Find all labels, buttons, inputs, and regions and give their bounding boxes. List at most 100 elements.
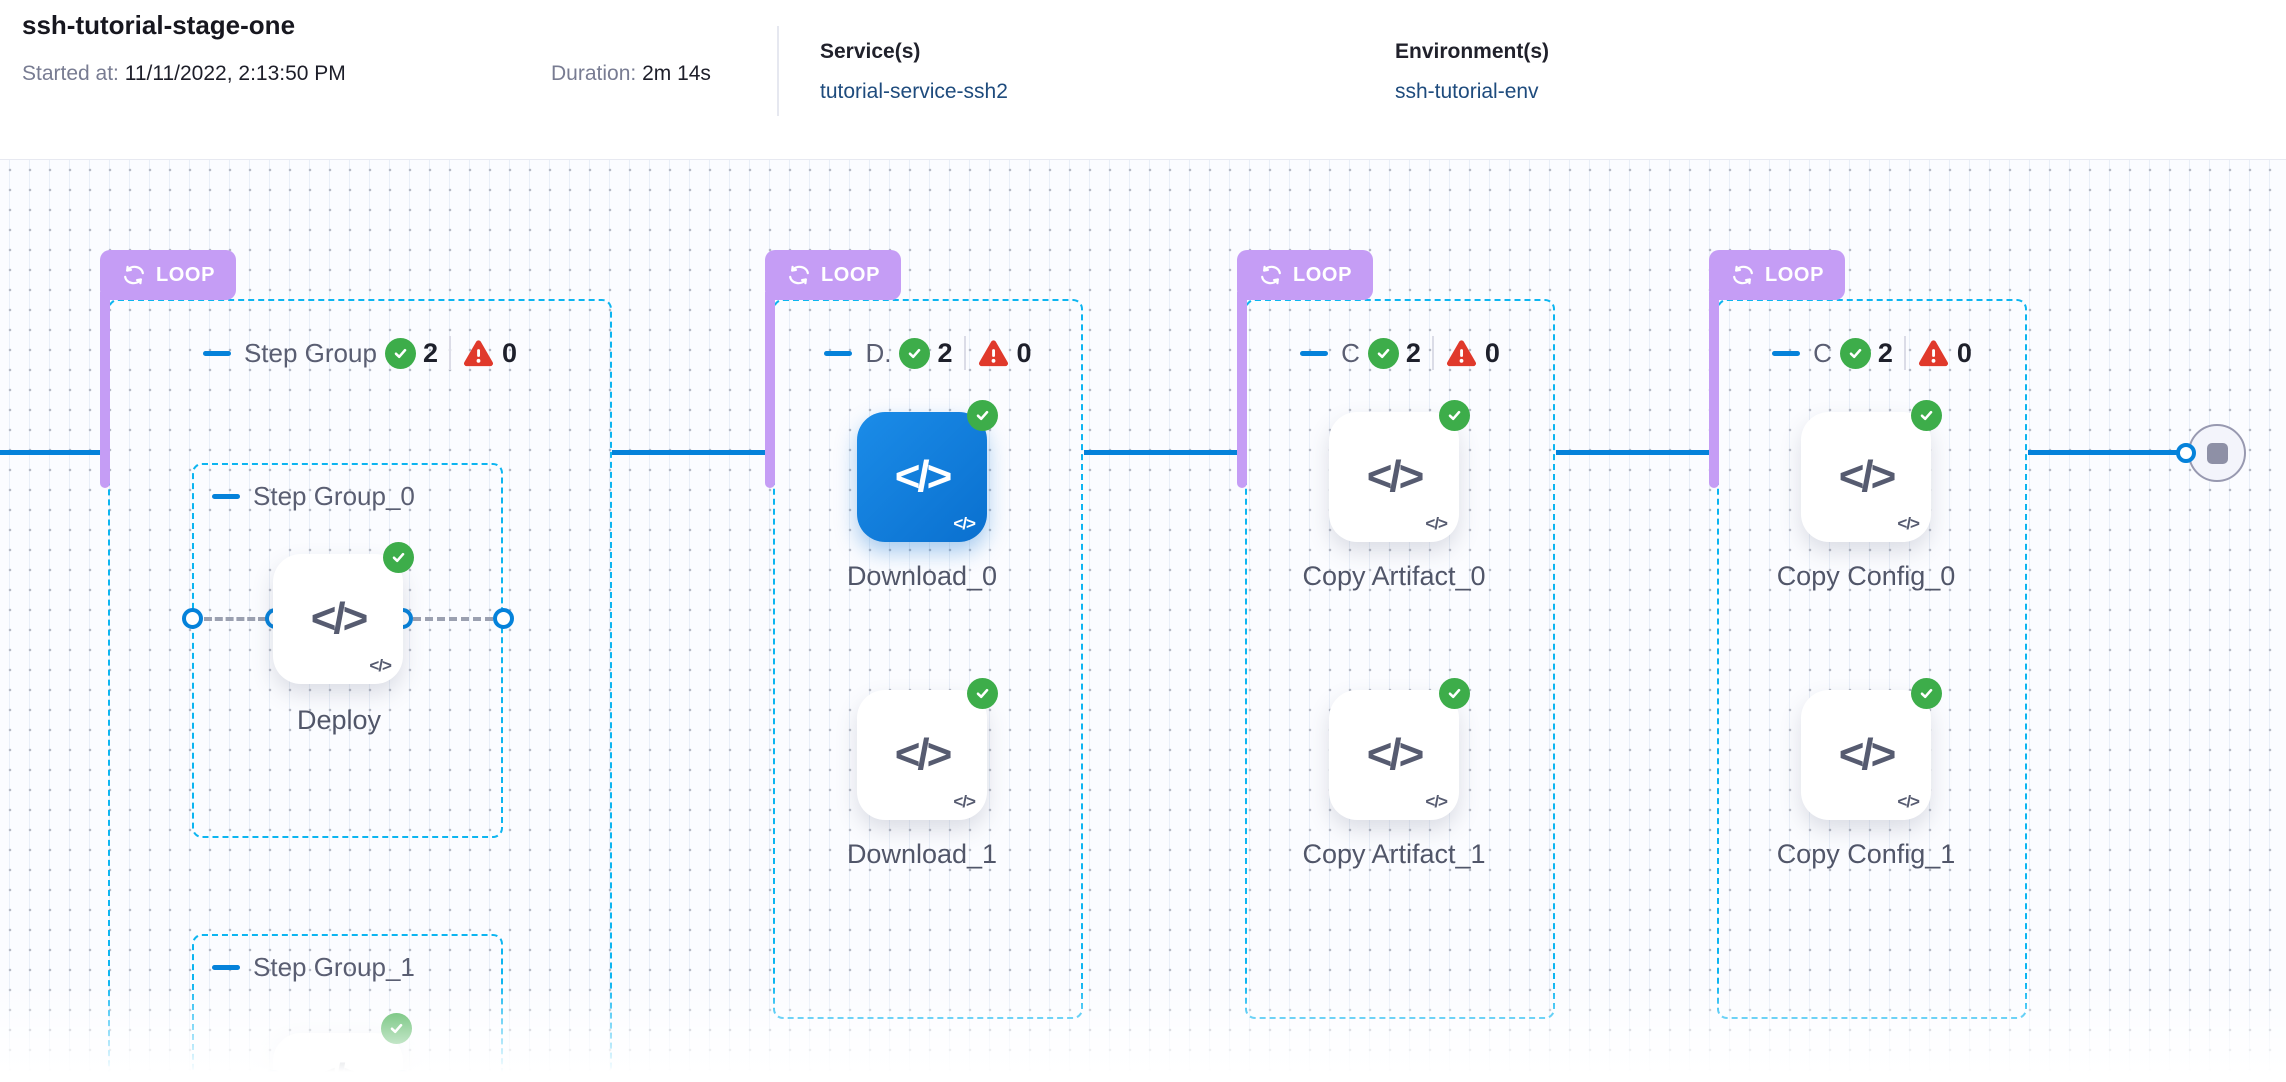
step-card-partial[interactable]: </>	[273, 1013, 412, 1082]
check-icon	[1920, 688, 1933, 699]
step-connector-dashed	[413, 617, 493, 621]
failed-count: 0	[1956, 337, 1972, 368]
connector-port	[182, 608, 203, 629]
group-label: Step Group_0	[253, 480, 415, 511]
pipeline-canvas[interactable]: LOOP Step Group 2 0 Step Group_0 </> </>…	[0, 160, 2286, 1082]
step-label: Deploy	[296, 705, 382, 735]
check-icon	[976, 410, 989, 421]
connector-line	[0, 450, 101, 455]
loop-icon	[1733, 265, 1753, 285]
step-group-box	[108, 299, 612, 1082]
step-card-deploy[interactable]: </> </>	[273, 542, 414, 684]
loop-badge-label: LOOP	[1764, 263, 1825, 286]
loop-badge-label: LOOP	[155, 263, 216, 286]
collapse-icon[interactable]	[824, 350, 853, 356]
connector-line	[1084, 450, 1243, 455]
step-card-download-1[interactable]: </> </>	[857, 678, 998, 820]
loop-ribbon	[1709, 292, 1719, 488]
code-icon: </>	[1838, 730, 1897, 779]
copy-config-group-header[interactable]: C 2 0	[1717, 330, 2027, 376]
warning-badge-icon	[463, 339, 493, 366]
warning-badge-icon	[978, 339, 1008, 366]
code-icon-small: </>	[953, 792, 976, 811]
environments-heading: Environment(s)	[1395, 40, 1550, 63]
success-count: 2	[1405, 337, 1421, 368]
service-link[interactable]: tutorial-service-ssh2	[820, 80, 1008, 103]
step-connector-dashed	[204, 617, 266, 621]
collapse-icon[interactable]	[202, 350, 231, 356]
collapse-icon[interactable]	[1772, 350, 1801, 356]
step-group-0-header[interactable]: Step Group_0	[192, 476, 503, 516]
step-success-badge	[1439, 678, 1470, 709]
services-column: Service(s) tutorial-service-ssh2	[820, 40, 1008, 104]
check-icon	[909, 348, 921, 358]
failed-count: 0	[1484, 337, 1500, 368]
step-label: Copy Artifact_1	[1302, 839, 1486, 869]
connector-line	[612, 450, 771, 455]
code-icon: </>	[1366, 730, 1425, 779]
header-divider	[777, 26, 779, 116]
code-icon-small: </>	[1897, 792, 1920, 811]
badge-divider	[1903, 336, 1906, 370]
loop-icon	[1261, 265, 1281, 285]
loop-ribbon	[765, 292, 775, 488]
collapse-icon[interactable]	[212, 493, 240, 499]
step-card-copy-config-0[interactable]: </> </>	[1801, 400, 1942, 542]
code-icon: </>	[894, 730, 953, 779]
download-group-box	[773, 299, 1083, 1019]
step-group-1-header[interactable]: Step Group_1	[192, 947, 503, 987]
code-icon-small: </>	[369, 656, 392, 675]
duration: Duration: 2m 14s	[551, 62, 711, 86]
stage-summary-header: ssh-tutorial-stage-one Started at: 11/11…	[0, 0, 2286, 160]
step-card-download-0[interactable]: </> </>	[857, 400, 998, 542]
check-icon	[976, 688, 989, 699]
check-icon	[1377, 348, 1390, 358]
step-success-badge	[967, 400, 998, 431]
loop-badge-label: LOOP	[1292, 263, 1353, 286]
loop-ribbon	[1237, 292, 1247, 488]
group-label: C	[1341, 337, 1360, 368]
success-badge-icon	[384, 337, 416, 369]
collapse-icon[interactable]	[1300, 350, 1329, 356]
services-heading: Service(s)	[820, 40, 921, 63]
check-icon	[1920, 410, 1933, 421]
connector-line	[2028, 450, 2178, 455]
environments-column: Environment(s) ssh-tutorial-env	[1395, 40, 1549, 104]
success-badge-icon	[1839, 337, 1871, 369]
code-icon: </>	[1838, 452, 1897, 501]
code-icon-small: </>	[953, 514, 976, 533]
step-label: Download_0	[846, 561, 998, 591]
code-icon-small: </>	[1425, 514, 1448, 533]
step-card-copy-artifact-1[interactable]: </> </>	[1329, 678, 1470, 820]
copy-artifact-group-header[interactable]: C 2 0	[1245, 330, 1555, 376]
step-success-badge	[1911, 400, 1942, 431]
copy-config-group-box	[1717, 299, 2027, 1019]
step-card-copy-config-1[interactable]: </> </>	[1801, 678, 1942, 820]
loop-badge-label: LOOP	[820, 263, 881, 286]
check-icon	[1849, 348, 1862, 358]
step-label: Copy Config_0	[1776, 561, 1956, 591]
stage-end-node	[2188, 424, 2246, 482]
success-count: 2	[422, 337, 438, 368]
connector-endpoint	[2176, 443, 2196, 463]
step-group-0-box	[192, 463, 503, 838]
step-label: Copy Config_1	[1776, 839, 1956, 869]
step-success-badge	[383, 542, 414, 573]
duration-value: 2m 14s	[642, 62, 711, 85]
stage-title: ssh-tutorial-stage-one	[22, 10, 296, 40]
step-card-copy-artifact-0[interactable]: </> </>	[1329, 400, 1470, 542]
loop-badge: LOOP	[100, 250, 236, 300]
environment-link[interactable]: ssh-tutorial-env	[1395, 80, 1539, 103]
download-group-header[interactable]: D. 2 0	[773, 330, 1083, 376]
loop-badge: LOOP	[1237, 250, 1373, 300]
code-icon-small: </>	[1425, 792, 1448, 811]
failed-count: 0	[501, 337, 518, 368]
collapse-icon[interactable]	[212, 964, 240, 970]
group-label: D.	[865, 337, 892, 368]
step-success-badge	[1911, 678, 1942, 709]
loop-badge: LOOP	[1709, 250, 1845, 300]
success-badge-icon	[1367, 337, 1399, 369]
code-icon-small: </>	[1897, 514, 1920, 533]
code-icon: </>	[894, 452, 953, 501]
step-group-header[interactable]: Step Group 2 0	[108, 330, 612, 376]
